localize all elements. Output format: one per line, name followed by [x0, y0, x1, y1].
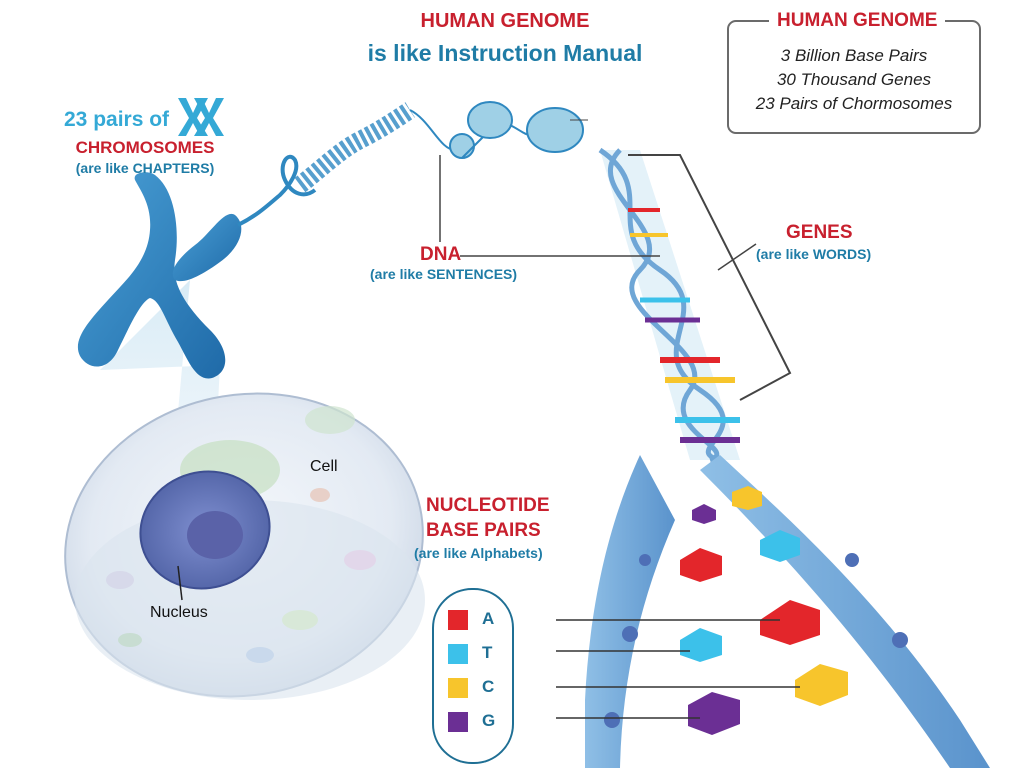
legend-item: C [448, 676, 508, 702]
legend-item: T [448, 642, 508, 668]
chromosome-count: 23 pairs of [64, 108, 170, 131]
page-subtitle: is like Instruction Manual [367, 40, 643, 66]
chromatin-coil [237, 101, 588, 227]
legend-letter: C [482, 677, 495, 696]
legend-swatch [448, 610, 468, 630]
nucleus-label: Nucleus [150, 604, 208, 621]
dna-title: DNA [420, 244, 462, 265]
genes-title: GENES [786, 222, 853, 243]
legend-item: A [448, 608, 508, 634]
chromosomes-title: CHROMOSOMES [75, 138, 215, 157]
dna-analogy: (are like SENTENCES) [370, 266, 518, 282]
nucleotide-title-line2: BASE PAIRS [426, 520, 541, 541]
dna-closeup [585, 455, 990, 768]
legend-letter: T [482, 643, 493, 662]
genome-summary-box: HUMAN GENOME 3 Billion Base Pairs 30 Tho… [727, 10, 981, 134]
genes-analogy: (are like WORDS) [756, 246, 872, 262]
legend-item: G [448, 710, 508, 736]
chromosomes-analogy: (are like CHAPTERS) [75, 160, 215, 176]
chromosome-shape [77, 172, 242, 379]
legend-letter: A [482, 609, 495, 628]
page-title: HUMAN GENOME [420, 10, 590, 32]
summary-title: HUMAN GENOME [769, 10, 946, 32]
legend-swatch [448, 644, 468, 664]
legend-letter: G [482, 711, 496, 730]
dna-helix-upper [598, 147, 740, 463]
legend-swatch [448, 678, 468, 698]
cell-label: Cell [310, 458, 338, 475]
xx-chromosome-icon [178, 98, 224, 136]
cell-illustration [64, 392, 425, 700]
nucleotide-title-line1: NUCLEOTIDE [426, 495, 550, 516]
summary-fact: 3 Billion Base Pairs [780, 46, 928, 65]
nucleotide-analogy: (are like Alphabets) [414, 545, 543, 561]
summary-fact: 23 Pairs of Chormosomes [755, 94, 953, 113]
legend-swatch [448, 712, 468, 732]
base-pair-legend: A T C G [432, 588, 514, 764]
summary-fact: 30 Thousand Genes [776, 70, 932, 89]
legend-pointer-lines [556, 619, 800, 719]
genes-bracket [628, 154, 792, 401]
